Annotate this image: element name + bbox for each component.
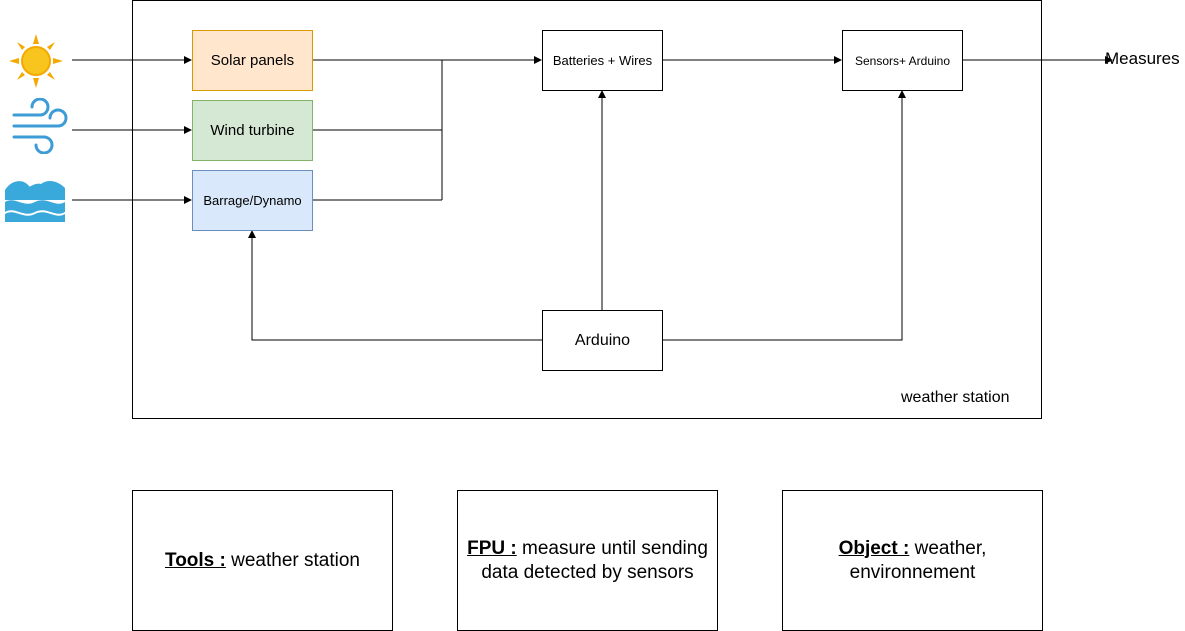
measures-label: Measures <box>1105 49 1180 68</box>
weather-station-frame <box>132 0 1042 419</box>
sensors-arduino-label: Sensors+ Arduino <box>854 53 951 68</box>
fpu-key: FPU : <box>467 537 517 559</box>
arduino-label: Arduino <box>574 331 631 349</box>
object-key: Object : <box>838 537 910 559</box>
wind-icon <box>12 98 68 154</box>
wave-icon <box>5 181 65 222</box>
object-card: Object : weather, environnement <box>782 490 1043 631</box>
batteries-wires-box: Batteries + Wires <box>542 30 663 91</box>
solar-panels-box: Solar panels <box>192 30 313 91</box>
tools-card: Tools : weather station <box>132 490 393 631</box>
frame-label: weather station <box>901 389 1010 406</box>
wind-turbine-label: Wind turbine <box>210 122 295 139</box>
solar-panels-label: Solar panels <box>210 52 295 69</box>
sun-icon <box>9 34 63 88</box>
arrow-arduino-to-barrage <box>248 230 542 341</box>
wind-turbine-box: Wind turbine <box>192 100 313 161</box>
batteries-wires-label: Batteries + Wires <box>552 53 653 68</box>
object-text: weather, environnement <box>849 537 992 583</box>
arrow-arduino-to-sensors <box>662 90 906 341</box>
arduino-box: Arduino <box>542 310 663 371</box>
fpu-card: FPU : measure until sending data detecte… <box>457 490 718 631</box>
sensors-arduino-box: Sensors+ Arduino <box>842 30 963 91</box>
barrage-dynamo-box: Barrage/Dynamo <box>192 170 313 231</box>
tools-text: weather station <box>225 549 360 571</box>
fpu-text: measure until sending data detected by s… <box>481 537 714 583</box>
barrage-dynamo-label: Barrage/Dynamo <box>203 193 302 208</box>
tools-key: Tools : <box>165 549 226 571</box>
